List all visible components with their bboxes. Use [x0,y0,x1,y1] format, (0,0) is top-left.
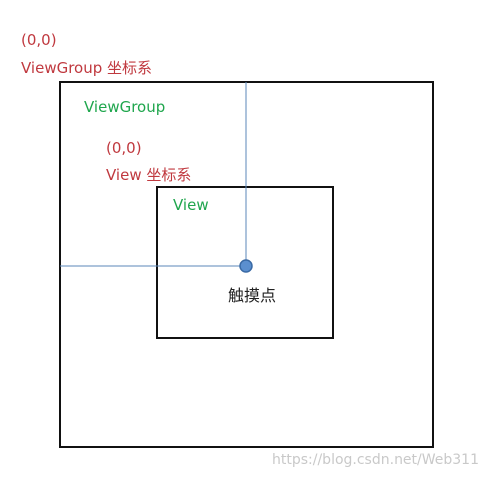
view-box-label: View [173,196,209,214]
view-origin-label: (0,0) [106,139,142,157]
view-box [156,186,334,339]
viewgroup-system-label: ViewGroup 坐标系 [21,59,153,77]
touch-point-marker [239,259,253,273]
viewgroup-origin-label: (0,0) [21,31,57,49]
viewgroup-box-label: ViewGroup [84,98,166,116]
view-system-label: View 坐标系 [106,166,192,184]
watermark-text: https://blog.csdn.net/Web311 [272,452,479,468]
touch-point-label: 触摸点 [228,286,277,305]
